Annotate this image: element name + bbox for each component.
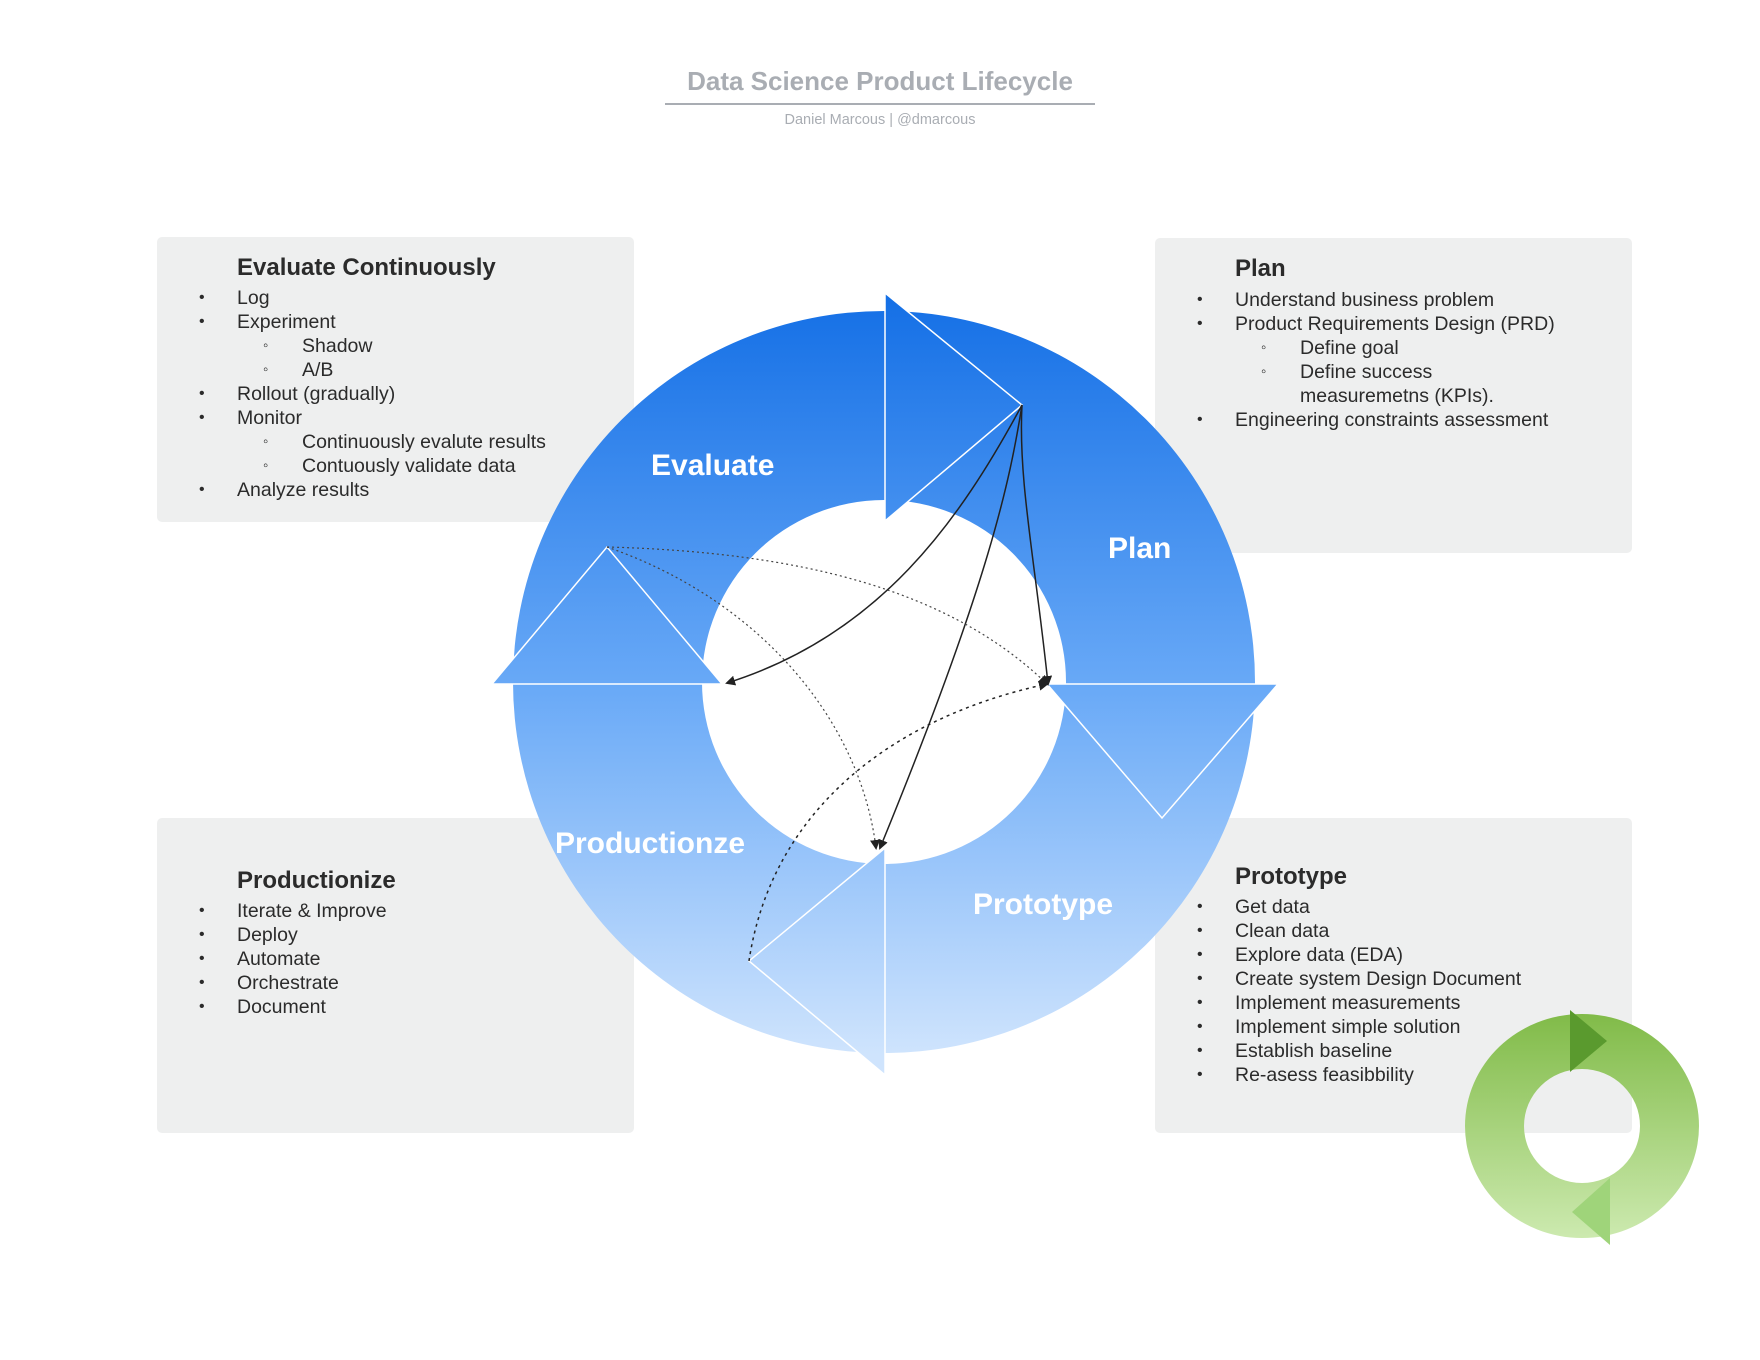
list-item: Continuously evalute results xyxy=(199,430,546,454)
label-productionize: Productionze xyxy=(555,827,745,860)
panel-productionize: Productionize Iterate & ImproveDeployAut… xyxy=(157,818,634,1133)
list-item: Orchestrate xyxy=(199,971,387,995)
panel-evaluate: Evaluate Continuously LogExperimentShado… xyxy=(157,237,634,522)
panel-prototype-heading: Prototype xyxy=(1235,863,1348,890)
list-item: Implement simple solution xyxy=(1197,1015,1521,1039)
list-item: Shadow xyxy=(199,334,546,358)
dotted-arrow-productionize-to-prototype xyxy=(606,546,880,850)
list-item: Log xyxy=(199,286,546,310)
list-item: Experiment xyxy=(199,310,546,334)
list-item: Define success xyxy=(1197,360,1555,384)
cycle-ring xyxy=(513,311,1255,1053)
list-item: Deploy xyxy=(199,923,387,947)
panel-evaluate-list: LogExperimentShadowA/BRollout (gradually… xyxy=(199,286,546,502)
list-item: Define goal xyxy=(1197,336,1555,360)
panel-plan: Plan Understand business problemProduct … xyxy=(1155,238,1632,553)
feedback-arrow-plan-to-plan xyxy=(1020,404,1053,686)
diagram-header: Data Science Product Lifecycle Daniel Ma… xyxy=(0,66,1760,128)
diagram-title: Data Science Product Lifecycle xyxy=(665,66,1095,105)
list-item: Contuously validate data xyxy=(199,454,546,478)
list-item: measuremetns (KPIs). xyxy=(1300,385,1494,407)
panel-plan-list: Understand business problemProduct Requi… xyxy=(1197,288,1555,432)
list-item: Establish baseline xyxy=(1197,1039,1521,1063)
list-item: Re-asess feasibbility xyxy=(1197,1063,1521,1087)
arrowhead-prototype xyxy=(747,846,886,1077)
arrowhead-productionize xyxy=(490,545,724,685)
list-item: Get data xyxy=(1197,895,1521,919)
list-item: Clean data xyxy=(1197,919,1521,943)
panel-evaluate-heading: Evaluate Continuously xyxy=(237,254,496,281)
list-item: Analyze results xyxy=(199,478,546,502)
feedback-arrow-plan-to-prototype xyxy=(878,404,1023,850)
list-item: Monitor xyxy=(199,406,546,430)
list-item: Rollout (gradually) xyxy=(199,382,546,406)
panel-plan-heading: Plan xyxy=(1235,255,1286,282)
list-item: Iterate & Improve xyxy=(199,899,387,923)
list-item: Implement measurements xyxy=(1197,991,1521,1015)
label-evaluate: Evaluate xyxy=(651,449,774,482)
panel-productionize-heading: Productionize xyxy=(237,867,396,894)
arrowhead-evaluate xyxy=(884,291,1024,523)
label-plan: Plan xyxy=(1108,532,1171,565)
list-item: Automate xyxy=(199,947,387,971)
list-item: Understand business problem xyxy=(1197,288,1555,312)
mini-cycle-icon xyxy=(1465,1010,1699,1245)
list-item: Engineering constraints assessment xyxy=(1197,408,1555,432)
panel-prototype-list: Get dataClean dataExplore data (EDA)Crea… xyxy=(1197,895,1521,1087)
diagram-subtitle: Daniel Marcous | @dmarcous xyxy=(784,112,976,128)
list-item: Create system Design Document xyxy=(1197,967,1521,991)
list-item: Document xyxy=(199,995,387,1019)
dotted-arrow-productionize-to-plan xyxy=(606,546,1049,686)
panel-prototype: Prototype Get dataClean dataExplore data… xyxy=(1155,818,1632,1133)
label-prototype: Prototype xyxy=(973,888,1113,921)
feedback-arrow-plan-to-productionize xyxy=(725,404,1023,686)
panel-productionize-list: Iterate & ImproveDeployAutomateOrchestra… xyxy=(199,899,387,1019)
list-item: Product Requirements Design (PRD) xyxy=(1197,312,1555,336)
list-item: Explore data (EDA) xyxy=(1197,943,1521,967)
dotted-arrow-prototype-to-plan xyxy=(748,680,1049,962)
arrowhead-plan xyxy=(1045,683,1280,820)
list-item: A/B xyxy=(199,358,546,382)
